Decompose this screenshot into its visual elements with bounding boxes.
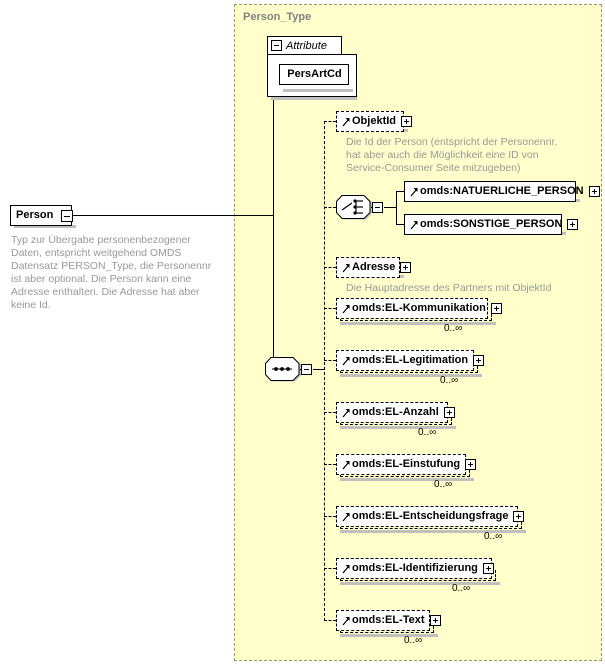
choice-icon: [336, 195, 380, 220]
element-el-text-expand-toggle[interactable]: [429, 615, 441, 626]
element-sonstige-person-label: omds:SONSTIGE_PERSON: [420, 218, 563, 230]
element-adresse[interactable]: Adresse: [336, 257, 412, 278]
element-natuerliche-person-expand-toggle[interactable]: [588, 186, 600, 197]
element-el-text-cardinality: 0..∞: [404, 635, 423, 646]
reference-arrow-icon: [342, 303, 350, 315]
connector-spine-anzahl: [324, 412, 336, 413]
attribute-group-shadow: [271, 97, 357, 100]
reference-arrow-icon: [342, 262, 350, 274]
element-el-anzahl-label: omds:EL-Anzahl: [352, 406, 439, 418]
reference-arrow-icon: [342, 407, 350, 419]
element-el-einstufung[interactable]: omds:EL-Einstufung: [336, 454, 477, 475]
choice-compositor[interactable]: [336, 195, 383, 221]
sequence-compositor[interactable]: [265, 357, 312, 383]
person-collapse-toggle[interactable]: [61, 210, 73, 222]
element-natuerliche-person[interactable]: omds:NATUERLICHE_PERSON: [404, 181, 600, 202]
element-el-entscheidungsfrage-label: omds:EL-Entscheidungsfrage: [352, 510, 509, 522]
connector-sequence-to-spine: [313, 369, 324, 370]
element-el-kommunikation-label: omds:EL-Kommunikation: [352, 302, 486, 314]
element-el-anzahl-cardinality: 0..∞: [418, 427, 437, 438]
connector-choice-sonstige: [396, 224, 404, 225]
element-el-einstufung-cardinality: 0..∞: [434, 479, 453, 490]
connector-choice-out: [384, 207, 396, 208]
element-el-entscheidungsfrage[interactable]: omds:EL-Entscheidungsfrage: [336, 506, 525, 527]
element-el-entscheidungsfrage-expand-toggle[interactable]: [513, 511, 525, 522]
attribute-persartcd-label: PersArtCd: [287, 68, 342, 80]
person-type-container: [234, 4, 602, 661]
connector-spine-entscheidungsfrage: [324, 516, 336, 517]
anzahl-shadow: [340, 426, 456, 429]
element-el-kommunikation-cardinality: 0..∞: [444, 323, 463, 334]
element-el-anzahl[interactable]: omds:EL-Anzahl: [336, 402, 455, 423]
element-el-legitimation-expand-toggle[interactable]: [473, 355, 485, 366]
einstufung-shadow: [340, 478, 474, 481]
choice-branch-spine: [396, 191, 397, 224]
el-text-shadow: [340, 634, 438, 637]
legitimation-shadow: [340, 374, 482, 377]
element-objektid-expand-toggle[interactable]: [401, 116, 413, 127]
element-el-identifizierung-expand-toggle[interactable]: [482, 563, 494, 574]
attribute-group-label: Attribute: [286, 39, 327, 52]
reference-arrow-icon: [410, 186, 418, 198]
attribute-group-collapse-toggle[interactable]: [271, 40, 282, 51]
element-objektid-label: ObjektId: [352, 115, 397, 127]
connector-spine-legitimation: [324, 360, 336, 361]
element-el-kommunikation-expand-toggle[interactable]: [490, 303, 502, 314]
element-el-legitimation[interactable]: omds:EL-Legitimation: [336, 350, 485, 371]
root-element-label: Person: [16, 209, 54, 221]
reference-arrow-icon: [342, 459, 350, 471]
connector-spine-objektid: [324, 121, 336, 122]
element-el-anzahl-expand-toggle[interactable]: [443, 407, 455, 418]
element-el-entscheidungsfrage-cardinality: 0..∞: [484, 531, 503, 542]
connector-choice-natuerliche: [396, 191, 404, 192]
element-objektid[interactable]: ObjektId: [336, 111, 413, 132]
element-el-kommunikation[interactable]: omds:EL-Kommunikation: [336, 298, 502, 319]
connector-person-to-trunk: [73, 215, 273, 216]
root-element-annotation: Typ zur Übergabe personenbezogener Daten…: [11, 234, 212, 311]
element-el-einstufung-expand-toggle[interactable]: [465, 459, 477, 470]
element-sonstige-person[interactable]: omds:SONSTIGE_PERSON: [404, 214, 579, 235]
identifizierung-shadow: [340, 582, 500, 585]
reference-arrow-icon: [342, 116, 350, 128]
sequence-icon: [265, 357, 310, 382]
connector-spine-einstufung: [324, 464, 336, 465]
sequence-collapse-toggle[interactable]: [301, 364, 312, 375]
element-natuerliche-person-label: omds:NATUERLICHE_PERSON: [420, 185, 584, 197]
reference-arrow-icon: [342, 563, 350, 575]
connector-spine-text: [324, 620, 336, 621]
attribute-group-tab[interactable]: Attribute: [267, 36, 342, 55]
element-adresse-annotation: Die Hauptadresse des Partners mit Objekt…: [346, 282, 552, 294]
element-adresse-expand-toggle[interactable]: [400, 262, 412, 273]
element-objektid-annotation: Die Id der Person (entspricht der Person…: [346, 136, 558, 174]
element-el-legitimation-cardinality: 0..∞: [440, 375, 459, 386]
children-spine: [324, 121, 325, 621]
person-node-shadow: [14, 225, 76, 228]
connector-spine-kommunikation: [324, 308, 336, 309]
element-el-text[interactable]: omds:EL-Text: [336, 610, 441, 631]
element-sonstige-person-expand-toggle[interactable]: [567, 219, 579, 230]
entscheidungsfrage-shadow: [340, 530, 526, 533]
persartcd-shadow: [283, 89, 353, 92]
element-adresse-label: Adresse: [352, 261, 396, 273]
connector-spine-identifizierung: [324, 568, 336, 569]
element-el-einstufung-label: omds:EL-Einstufung: [352, 458, 461, 470]
reference-arrow-icon: [342, 615, 350, 627]
choice-collapse-toggle[interactable]: [372, 202, 383, 213]
connector-spine-adresse: [324, 267, 336, 268]
reference-arrow-icon: [342, 511, 350, 523]
element-el-identifizierung-label: omds:EL-Identifizierung: [352, 562, 478, 574]
kommunikation-shadow: [340, 322, 496, 325]
connector-spine-choice: [324, 207, 336, 208]
element-el-identifizierung[interactable]: omds:EL-Identifizierung: [336, 558, 494, 579]
trunk-vertical: [273, 76, 274, 369]
element-el-legitimation-label: omds:EL-Legitimation: [352, 354, 469, 366]
element-el-text-label: omds:EL-Text: [352, 614, 425, 626]
element-el-identifizierung-cardinality: 0..∞: [452, 583, 471, 594]
reference-arrow-icon: [342, 355, 350, 367]
attribute-persartcd[interactable]: PersArtCd: [279, 64, 349, 85]
type-container-label: Person_Type: [243, 11, 312, 23]
reference-arrow-icon: [410, 219, 418, 231]
